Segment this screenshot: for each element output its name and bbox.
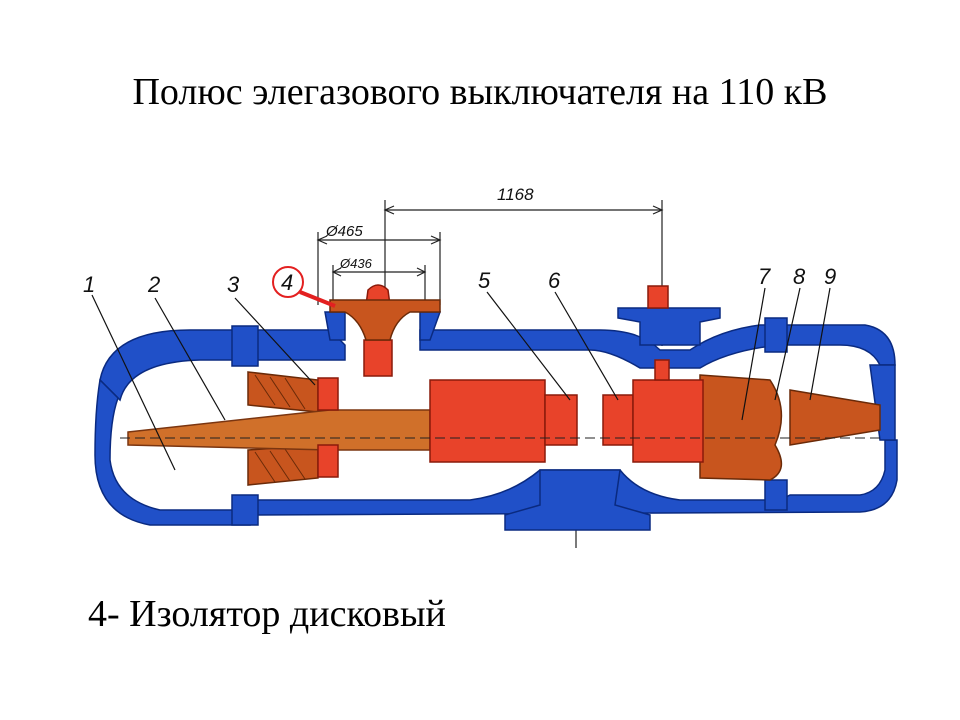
part-labels: 1 2 3 4 5 6 7 8 9 — [83, 264, 836, 297]
highlight-pointer — [299, 290, 336, 308]
disk-insulator — [329, 299, 441, 341]
part-label: 9 — [824, 264, 836, 289]
insulators — [247, 371, 881, 486]
highlight-circle — [272, 266, 304, 298]
tank-body — [94, 307, 898, 531]
dimension-d465: Ø465 — [325, 223, 363, 240]
dimension-d436: Ø436 — [339, 256, 373, 271]
part-label: 2 — [147, 272, 160, 297]
main-rod — [127, 409, 431, 451]
part-label: 4 — [281, 270, 293, 295]
leader-lines — [91, 287, 831, 471]
dimension-1168: 1168 — [497, 185, 534, 204]
dimension-lines — [316, 200, 664, 548]
slide-title: Полюс элегазового выключателя на 110 кВ — [132, 71, 828, 113]
part-label: 5 — [478, 268, 491, 293]
part-label: 7 — [758, 264, 771, 289]
part-label: 1 — [83, 272, 95, 297]
insulator-hatching — [254, 374, 306, 483]
part-label: 8 — [793, 264, 806, 289]
part-label: 3 — [227, 272, 240, 297]
part-label: 6 — [548, 268, 561, 293]
part-caption: 4- Изолятор дисковый — [88, 593, 446, 635]
